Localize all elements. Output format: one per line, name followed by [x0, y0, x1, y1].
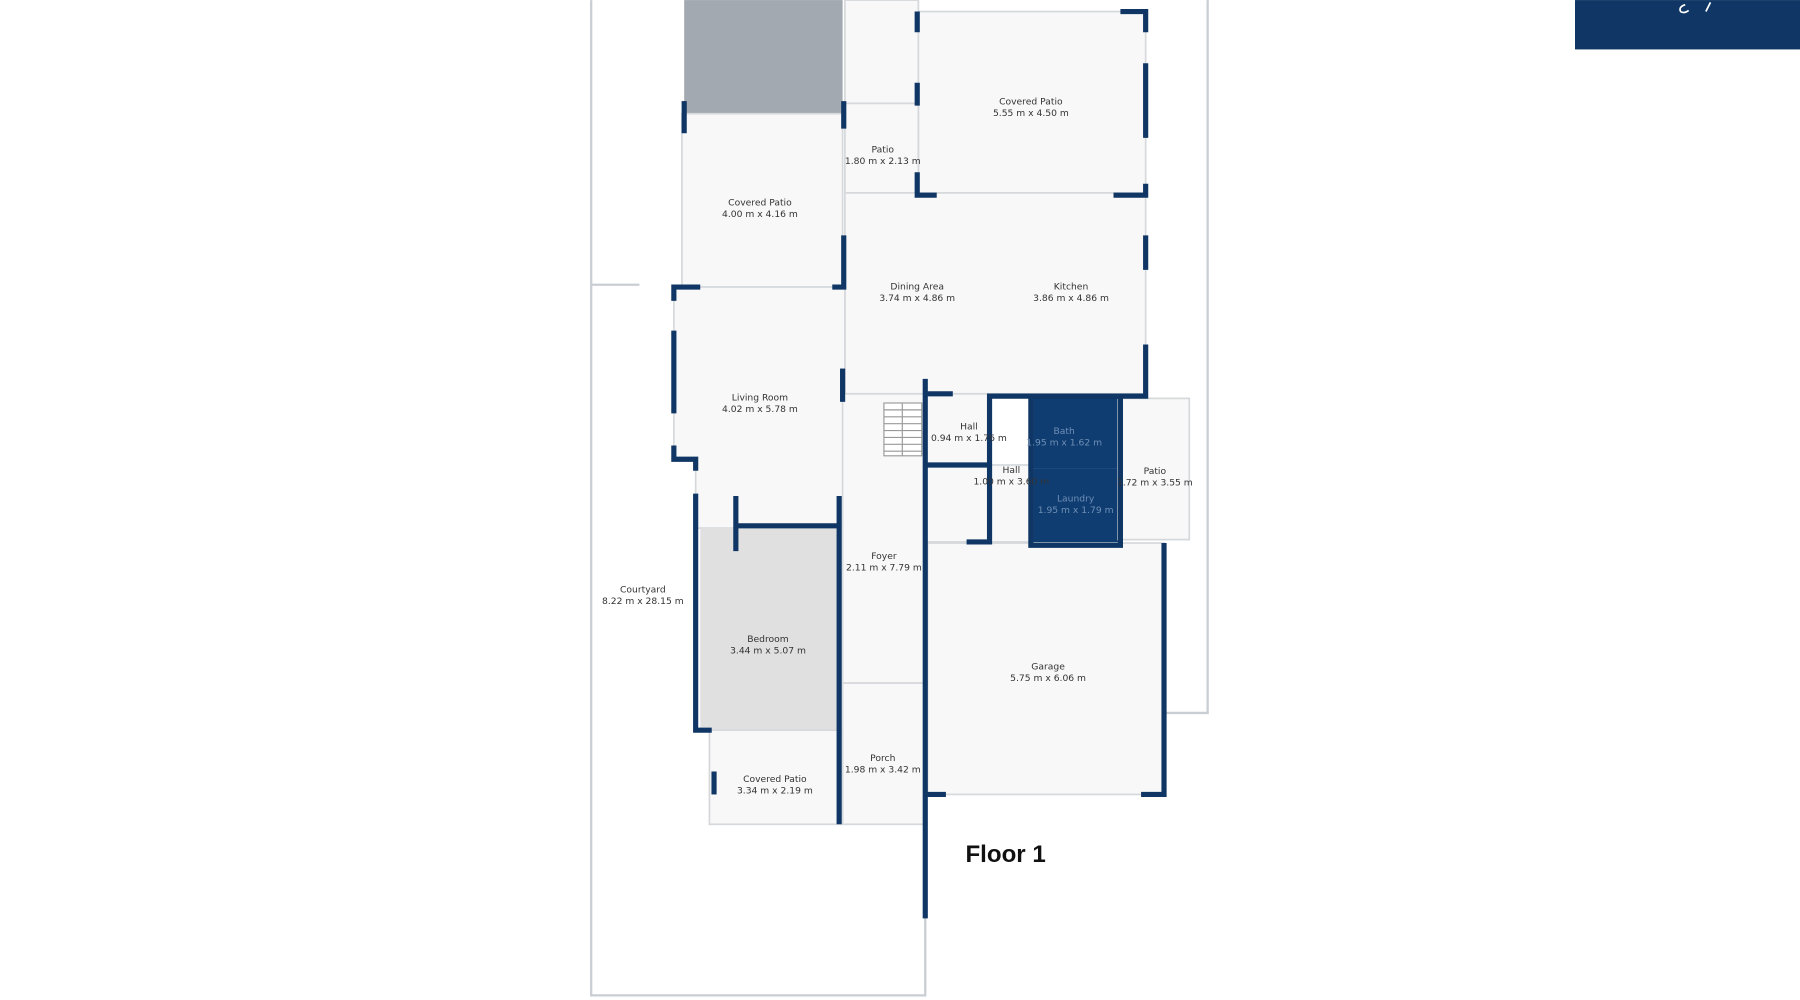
svg-text:Garage: Garage — [1031, 661, 1065, 672]
svg-text:1.98 m x 3.42 m: 1.98 m x 3.42 m — [845, 765, 921, 776]
room-upper-patio-box — [844, 0, 920, 105]
room-garage — [926, 542, 1165, 796]
svg-text:Hall: Hall — [960, 421, 978, 432]
svg-text:Porch: Porch — [870, 753, 895, 764]
staircase — [883, 402, 923, 457]
svg-text:Patio: Patio — [1144, 466, 1167, 477]
room-laundry — [1033, 468, 1119, 546]
svg-text:1.00 m x 3.60 m: 1.00 m x 3.60 m — [973, 477, 1049, 488]
roof-area — [684, 0, 843, 114]
svg-text:3.44 m x 5.07 m: 3.44 m x 5.07 m — [730, 645, 806, 656]
svg-text:Covered Patio: Covered Patio — [743, 774, 807, 785]
room-covered-patio-south — [708, 729, 844, 826]
svg-text:Covered Patio: Covered Patio — [728, 198, 792, 209]
floor-title: Floor 1 — [965, 841, 1045, 868]
svg-text:1.95 m x 1.62 m: 1.95 m x 1.62 m — [1026, 437, 1102, 448]
svg-text:1.95 m x 1.79 m: 1.95 m x 1.79 m — [1038, 505, 1114, 516]
svg-text:Courtyard: Courtyard — [620, 584, 666, 595]
svg-text:Patio: Patio — [872, 145, 895, 156]
svg-text:5.75 m x 6.06 m: 5.75 m x 6.06 m — [1010, 673, 1086, 684]
svg-text:5.55 m x 4.50 m: 5.55 m x 4.50 m — [993, 108, 1069, 119]
svg-text:1.72 m x 3.55 m: 1.72 m x 3.55 m — [1117, 478, 1193, 489]
room-hall-1 — [924, 392, 991, 466]
svg-text:Laundry: Laundry — [1057, 494, 1095, 505]
svg-text:2.11 m x 7.79 m: 2.11 m x 7.79 m — [846, 563, 922, 574]
svg-text:0.94 m x 1.76 m: 0.94 m x 1.76 m — [931, 433, 1007, 444]
walls — [671, 8, 1167, 919]
room-dining-kitchen — [844, 192, 1147, 395]
svg-text:Living Room: Living Room — [732, 393, 788, 404]
svg-text:Kitchen: Kitchen — [1054, 281, 1089, 292]
room-bath — [1033, 396, 1119, 469]
svg-text:3.86 m x 4.86 m: 3.86 m x 4.86 m — [1033, 293, 1109, 304]
svg-text:Bath: Bath — [1053, 426, 1075, 437]
room-bedroom — [700, 528, 839, 731]
svg-text:Bedroom: Bedroom — [747, 634, 789, 645]
svg-text:4.02 m x 5.78 m: 4.02 m x 5.78 m — [722, 404, 798, 415]
svg-text:8.22 m x 28.15 m: 8.22 m x 28.15 m — [602, 596, 684, 607]
room-patio-small — [844, 102, 920, 194]
courtyard-boundary — [590, 0, 1209, 997]
svg-text:1.80 m x 2.13 m: 1.80 m x 2.13 m — [845, 156, 921, 167]
svg-text:3.34 m x 2.19 m: 3.34 m x 2.19 m — [737, 785, 813, 796]
svg-text:Hall: Hall — [1003, 465, 1021, 476]
room-covered-patio-west — [681, 112, 844, 288]
svg-text:Covered Patio: Covered Patio — [999, 97, 1063, 108]
svg-text:Dining Area: Dining Area — [890, 281, 944, 292]
svg-text:3.74 m x 4.86 m: 3.74 m x 4.86 m — [879, 293, 955, 304]
svg-text:Foyer: Foyer — [871, 551, 897, 562]
room-covered-patio-north — [917, 10, 1147, 194]
brand-logo — [1575, 0, 1800, 50]
svg-text:4.00 m x 4.16 m: 4.00 m x 4.16 m — [722, 209, 798, 220]
